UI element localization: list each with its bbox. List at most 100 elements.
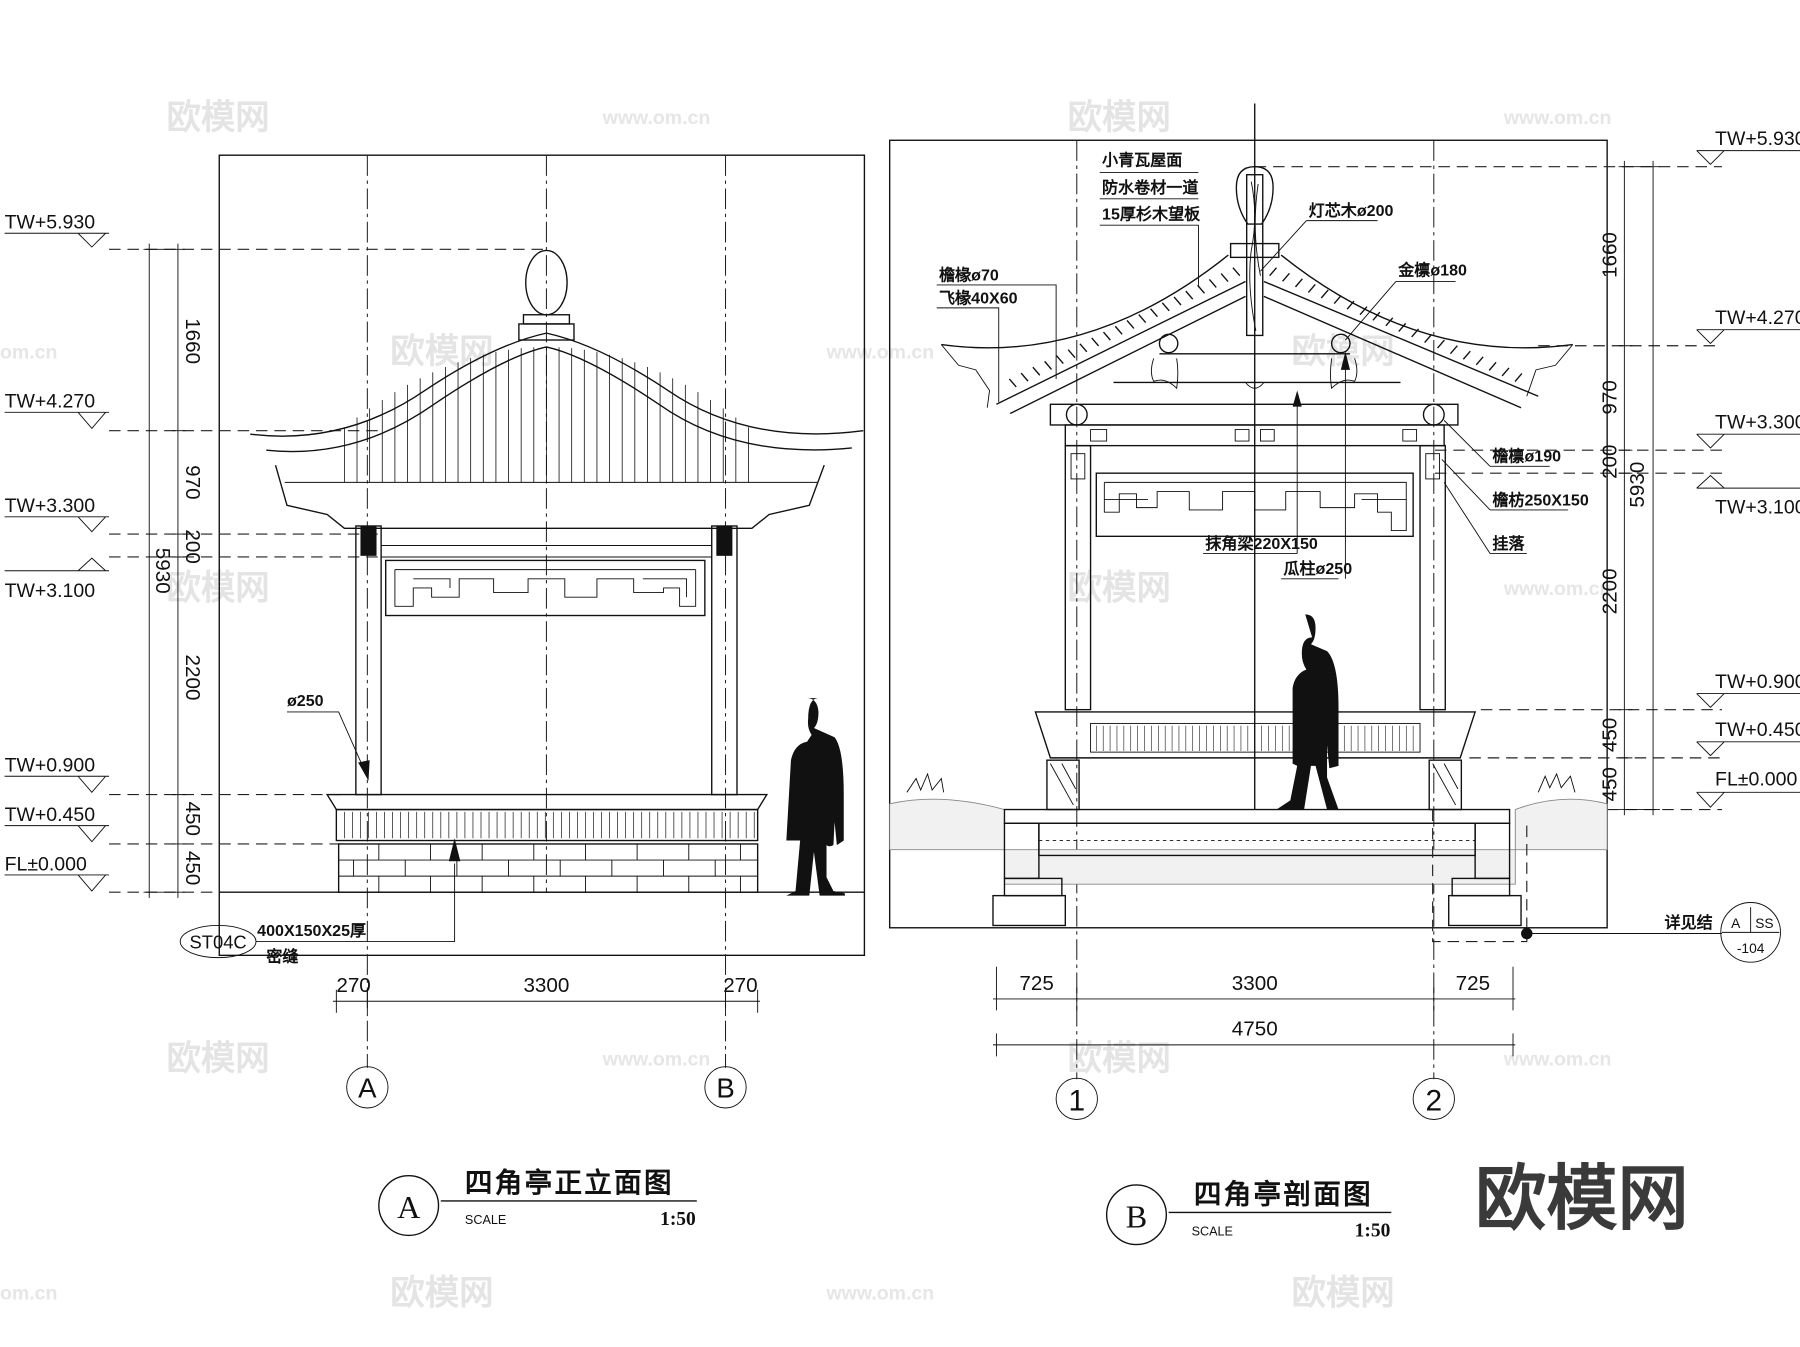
ground-foundation	[889, 772, 1608, 943]
axis-bubble-1	[1055, 1077, 1098, 1120]
note-queen-post: 瓜柱ø250	[1283, 559, 1352, 578]
level-label: TW+4.270	[1715, 307, 1800, 329]
vertical-dimensions: 1660 970 200 2200 450 450 5930	[1598, 160, 1660, 816]
watermarks: 欧模网 www.om.cn 欧模网 www.om.cn 欧模网 om.cn 欧模…	[0, 99, 1689, 1313]
dim-text: 725	[1019, 972, 1053, 995]
dim-text: 970	[181, 465, 204, 499]
brand-logo: 欧模网	[1475, 1160, 1688, 1239]
roof-tiles	[1008, 267, 1523, 388]
level-label: TW+3.300	[1715, 411, 1800, 433]
dim-text: 450	[181, 801, 204, 835]
note-king-post: 灯芯木ø200	[1309, 201, 1394, 220]
watermark-url: www.om.cn	[602, 107, 711, 129]
note-roof-board: 15厚杉木望板	[1102, 204, 1201, 223]
column-right	[1419, 444, 1446, 711]
axis-label: 1	[1068, 1084, 1085, 1117]
watermark-brand: 欧模网	[166, 569, 269, 607]
dim-text: 2200	[1598, 568, 1621, 614]
note-flying-rafter: 飞椽40X60	[939, 288, 1018, 307]
axis-bubble-a	[346, 1066, 389, 1109]
level-triangle-icon	[1696, 150, 1800, 808]
column-cap	[716, 525, 733, 556]
note-eave-tie: 檐枋250X150	[1492, 490, 1589, 509]
note-rafter: 檐椽ø70	[939, 265, 999, 284]
level-lines	[109, 248, 547, 893]
lattice-frieze	[1095, 472, 1414, 538]
drawing-title-a: A 四角亭正立面图 SCALE 1:50	[378, 1167, 697, 1237]
dim-text: 200	[1598, 444, 1621, 478]
column-cap	[360, 525, 377, 556]
dim-text: 450	[1598, 767, 1621, 801]
detail-ref-sheet: -104	[1737, 941, 1765, 956]
roof-tile-ribs	[343, 346, 749, 483]
watermark-brand: 欧模网	[166, 99, 269, 137]
king-post	[1245, 174, 1264, 337]
lattice-frieze	[385, 559, 706, 617]
horizontal-dimensions: 270 3300 270	[332, 974, 760, 1013]
frame	[218, 154, 866, 957]
watermark-brand: 欧模网	[1068, 569, 1171, 607]
horizontal-dimensions: 725 3300 725 4750	[992, 966, 1516, 1057]
dim-text: 970	[1598, 380, 1621, 414]
watermark-url: www.om.cn	[826, 341, 935, 363]
axis-label: 2	[1426, 1084, 1443, 1117]
watermark-url: om.cn	[0, 1283, 57, 1305]
detail-reference: 详见结 A SS -104	[1521, 902, 1781, 963]
dim-text: 2200	[181, 655, 204, 701]
material-note: 400X150X25厚	[257, 922, 366, 940]
detail-label: 详见结	[1665, 913, 1713, 932]
level-label: FL±0.000	[1715, 768, 1797, 790]
detail-ref-right: SS	[1755, 916, 1773, 931]
dim-text: 725	[1456, 972, 1490, 995]
level-label: TW+0.900	[5, 755, 96, 777]
drawing-title: 四角亭剖面图	[1194, 1178, 1373, 1209]
scale-value: 1:50	[1355, 1221, 1391, 1242]
axis-bubble-2	[1412, 1077, 1455, 1120]
axis-label: A	[358, 1073, 377, 1104]
watermark-url: www.om.cn	[1503, 1049, 1612, 1071]
purlin	[1158, 333, 1179, 354]
level-label: TW+3.100	[5, 580, 96, 602]
scale-label: SCALE	[465, 1213, 506, 1227]
watermark-url: www.om.cn	[1503, 107, 1612, 129]
title-marker: B	[1126, 1198, 1147, 1234]
annotations: 小青瓦屋面 防水卷材一道 15厚杉木望板 灯芯木ø200 金檩ø180 檐椽ø7…	[936, 151, 1589, 580]
note-waterproof: 防水卷材一道	[1102, 178, 1198, 197]
drawing-title: 四角亭正立面图	[465, 1167, 674, 1198]
column-label: ø250	[287, 692, 324, 710]
watermark-brand: 欧模网	[166, 1040, 269, 1078]
watermark-brand: 欧模网	[390, 333, 493, 371]
purlin	[1330, 333, 1351, 354]
level-label: TW+4.270	[5, 391, 96, 413]
vertical-dimensions: 1660 970 200 2200 450 450 5930	[143, 243, 204, 898]
axis-label: B	[716, 1073, 734, 1104]
dim-text: 450	[181, 851, 204, 885]
dim-text: 1660	[1598, 232, 1621, 278]
watermark-url: om.cn	[0, 341, 57, 363]
column-left	[355, 525, 382, 796]
axis-bubble-b	[704, 1066, 747, 1109]
note-hanging-fret: 挂落	[1492, 534, 1525, 553]
overall-width-text: 4750	[1232, 1018, 1278, 1041]
detail-ref-left: A	[1731, 916, 1741, 931]
note-corner-beam: 抹角梁220X150	[1205, 534, 1318, 553]
scale-label: SCALE	[1192, 1224, 1233, 1238]
column-right	[711, 525, 738, 796]
level-markers: TW+5.930 TW+4.270 TW+3.300 TW+3.100 TW+0…	[4, 212, 110, 892]
level-label: TW+3.100	[1715, 496, 1800, 518]
roof-section	[940, 165, 1574, 447]
total-height-text: 5930	[1626, 462, 1649, 508]
note-purlin: 金檩ø180	[1397, 261, 1467, 280]
material-tag: ST04C	[190, 931, 247, 952]
level-markers: TW+5.930 TW+4.270 TW+3.300 TW+3.100 TW+0…	[1696, 128, 1800, 808]
roof	[250, 249, 864, 529]
watermark-url: www.om.cn	[602, 1049, 711, 1071]
bench	[1034, 711, 1477, 811]
dim-text: 3300	[523, 974, 569, 997]
stone-base	[337, 838, 759, 893]
watermark-url: www.om.cn	[1503, 578, 1612, 600]
drawing-title-b: B 四角亭剖面图 SCALE 1:50	[1105, 1178, 1392, 1246]
level-label: TW+0.450	[5, 804, 96, 826]
level-label: TW+0.900	[1715, 671, 1800, 693]
